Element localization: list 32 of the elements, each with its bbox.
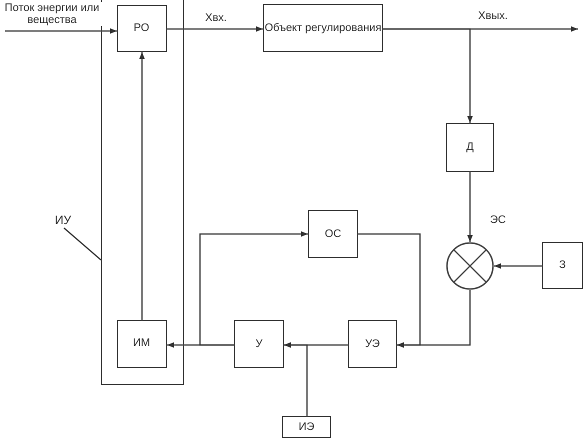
block-label: ОС	[324, 228, 342, 240]
arrow	[494, 263, 542, 269]
arrow	[139, 52, 145, 320]
block-box	[446, 123, 494, 172]
block-box	[234, 320, 284, 368]
leader-line	[64, 228, 102, 260]
block-label: З	[559, 259, 566, 272]
comparator-circle	[446, 242, 494, 290]
signal-label: ЭС	[490, 214, 506, 226]
block-box	[348, 320, 397, 368]
block-box	[308, 210, 358, 258]
block-label: Д	[466, 141, 474, 154]
block-box	[263, 4, 383, 52]
block-label: У	[256, 338, 262, 350]
arrow	[5, 28, 117, 34]
block-box	[282, 416, 331, 438]
arrow	[358, 233, 421, 348]
arrow	[467, 172, 473, 242]
block-label: ИМ	[132, 337, 150, 350]
block-label: ИЭ	[298, 420, 314, 434]
arrow	[199, 231, 308, 346]
device-label: ИУ	[50, 212, 76, 228]
block-label: УЭ	[365, 338, 380, 350]
arrow	[383, 28, 473, 123]
block-box	[116, 320, 166, 368]
arrow	[167, 26, 263, 32]
block-box	[116, 4, 166, 52]
block-label: Объект регулирования	[264, 22, 382, 34]
device-frame	[101, 0, 184, 385]
block-box	[542, 242, 583, 289]
arrow	[284, 342, 308, 416]
block-label: РО	[134, 22, 150, 34]
